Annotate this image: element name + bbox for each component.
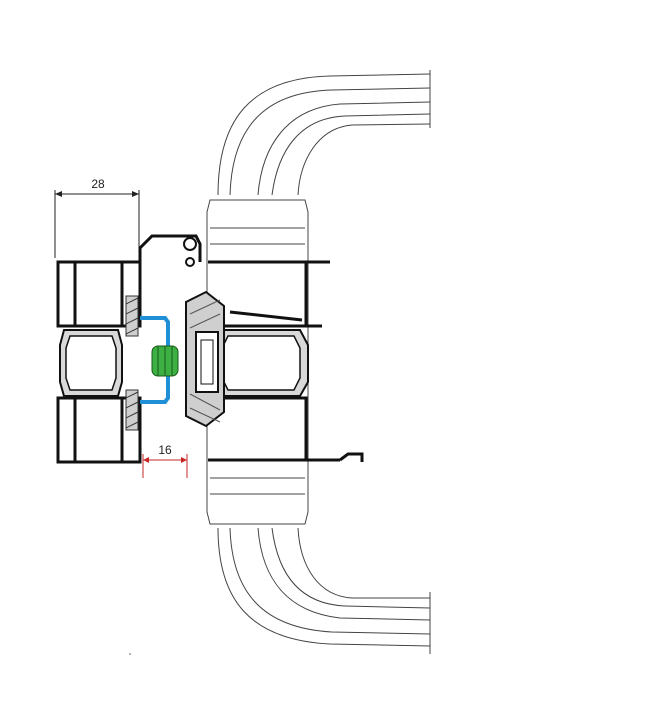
dimension-28: 28	[54, 177, 140, 258]
round-gasket	[183, 237, 197, 267]
dimension-28-label: 28	[91, 177, 105, 191]
dimension-16: 16	[142, 443, 188, 478]
dimension-16-label: 16	[158, 443, 172, 457]
hatched-gasket-left	[125, 295, 139, 431]
sash-profile-right	[208, 260, 364, 462]
frame-profile-left	[56, 234, 202, 464]
sash-thermal-break-right	[215, 329, 309, 397]
green-center-seal	[151, 345, 179, 377]
frame-thermal-break-left	[59, 329, 123, 397]
hatched-center-seal	[185, 290, 225, 428]
